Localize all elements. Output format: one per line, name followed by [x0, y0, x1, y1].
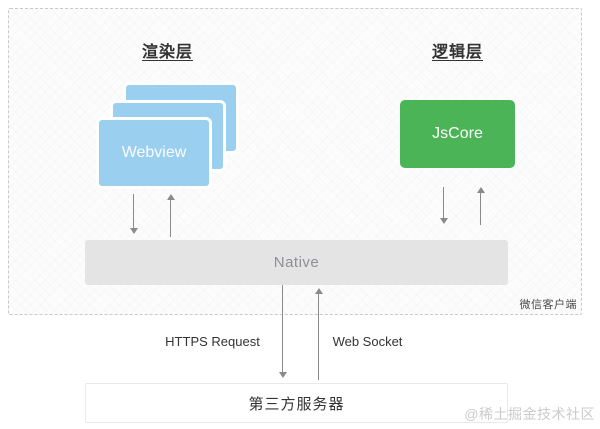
jscore-to-native-down-arrow	[439, 187, 448, 224]
render-layer-title: 渲染层	[141, 44, 193, 61]
https-request-label: HTTPS Request	[165, 334, 260, 349]
native-to-server-down-arrow	[278, 285, 287, 378]
juejin-watermark: @稀土掘金技术社区	[464, 406, 595, 422]
third-party-server-box: 第三方服务器	[85, 383, 508, 423]
web-socket-label: Web Socket	[332, 334, 403, 349]
webview-label: Webview	[121, 144, 187, 161]
server-to-native-up-arrow	[314, 288, 323, 380]
third-party-server-label: 第三方服务器	[248, 395, 345, 413]
native-to-jscore-up-arrow	[476, 187, 485, 225]
native-to-webview-up-arrow	[166, 194, 175, 237]
jscore-label: JsCore	[432, 125, 483, 142]
webview-to-native-down-arrow	[129, 194, 138, 234]
native-label: Native	[273, 254, 320, 271]
webview-card-front: Webview	[96, 117, 212, 189]
jscore-box: JsCore	[400, 100, 515, 168]
wechat-client-label: 微信客户端	[519, 299, 577, 311]
logic-layer-title: 逻辑层	[431, 44, 483, 61]
native-bar: Native	[85, 240, 508, 285]
